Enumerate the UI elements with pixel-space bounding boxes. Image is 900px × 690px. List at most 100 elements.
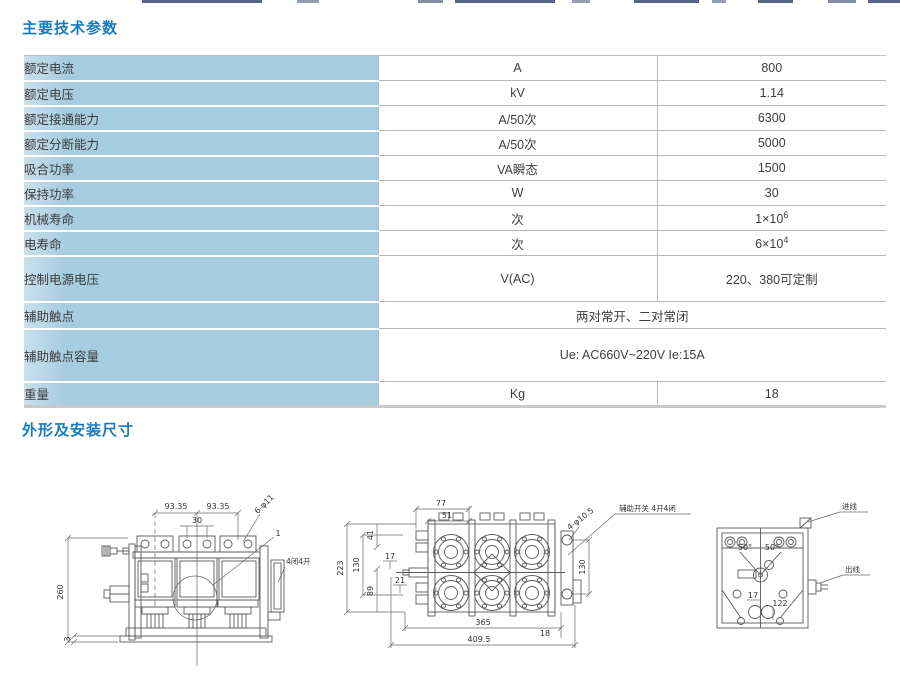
dim-365: 365 [475,618,490,627]
table-row: 机械寿命 次 1×106 [24,205,886,232]
header-strip-segment [712,0,726,3]
value-base: 6×10 [755,237,784,252]
dim-223: 223 [336,560,345,575]
dim-93-35-right: 93.35 [207,502,230,511]
param-unit: VA瞬态 [377,155,658,181]
header-strip-segment [868,0,900,3]
table-row: 吸合功率 VA瞬态 1500 [24,155,886,182]
param-label: 辅助触点 [24,301,378,330]
param-value: 6×104 [657,230,886,256]
dim-18: 18 [540,629,550,638]
side-view-geometry [716,517,828,629]
holes-6-phi11-label: 6-φ11 [253,493,276,516]
dim-3: 3 [63,636,72,641]
param-value-merged: 两对常开、二对常闭 [377,301,886,329]
param-label: 电寿命 [24,230,378,257]
param-label: 额定电压 [24,80,378,107]
param-label: 额定分断能力 [24,130,378,157]
param-label: 辅助触点容量 [24,328,378,383]
dim-30: 30 [192,516,202,525]
param-value: 1.14 [657,80,886,106]
param-label: 额定接通能力 [24,105,378,132]
param-value: 5000 [657,130,886,156]
dim-130-right: 130 [578,559,587,574]
param-unit: A [377,55,658,81]
outlet-label: 出线 [845,564,860,574]
parameters-table-wrap: 额定电流 A 800 额定电压 kV 1.14 额定接通能力 A/50次 630… [24,55,886,408]
section-title-dimensions: 外形及安装尺寸 [22,422,135,439]
aux-contacts-label: 4闭4开 [286,557,311,566]
param-label: 控制电源电压 [24,255,378,303]
front-view-drawing: 93.35 93.35 30 6-φ11 1 260 3 4闭4开 [56,493,311,666]
param-label: 重量 [24,381,378,407]
header-strip-segment [634,0,699,3]
param-value: 1500 [657,155,886,181]
value-exponent: 6 [783,209,789,220]
dim-21: 21 [395,576,405,585]
top-view-drawing: 77 51 41 223 130 17 21 89 4-φ10.5 辅助开关 4… [336,499,691,649]
dim-122: 122 [772,599,787,608]
param-unit: A/50次 [377,105,658,131]
table-row: 辅助触点容量 Ue: AC660V~220V Ie:15A [24,328,886,383]
section-title-parameters: 主要技术参数 [22,20,119,37]
table-row: 额定电流 A 800 [24,55,886,82]
param-label: 吸合功率 [24,155,378,182]
dim-89: 89 [366,586,375,596]
dim-130-left: 130 [352,557,361,572]
value-base: 1×10 [755,212,784,227]
side-view-dimension-lines [747,511,870,620]
param-unit: A/50次 [377,130,658,156]
param-unit: V(AC) [377,255,658,302]
angle-50-left: 50° [738,543,752,552]
dim-260: 260 [56,584,65,599]
table-row: 控制电源电压 V(AC) 220、380可定制 [24,255,886,303]
inlet-label: 进线 [842,501,857,511]
param-unit: Kg [377,381,658,407]
top-view-dimension-lines [343,505,691,649]
param-unit: 次 [377,205,658,231]
front-view-dimension-lines [64,509,275,666]
header-strip-segment [758,0,793,3]
param-value: 6300 [657,105,886,131]
param-value-merged: Ue: AC660V~220V Ie:15A [377,328,886,382]
front-view-geometry [101,535,285,643]
param-label: 额定电流 [24,55,378,82]
table-row: 额定分断能力 A/50次 5000 [24,130,886,157]
param-value: 1×106 [657,205,886,231]
header-strip-segment [828,0,856,3]
table-row: 辅助触点 两对常开、二对常闭 [24,301,886,330]
side-view-drawing: 进线 出线 50° 50° 17 122 [716,501,870,629]
param-label: 保持功率 [24,180,378,207]
param-unit: kV [377,80,658,106]
param-value: 800 [657,55,886,81]
callout-1-label: 1 [275,529,280,538]
angle-50-right: 50° [765,543,779,552]
header-strip-segment [142,0,262,3]
header-strip-segment [572,0,590,3]
param-value: 220、380可定制 [657,255,886,302]
header-strip-segment [455,0,555,3]
param-label: 机械寿命 [24,205,378,232]
dim-51: 51 [442,511,452,520]
dim-17: 17 [748,591,758,600]
param-value: 18 [657,381,886,407]
param-value: 30 [657,180,886,206]
table-row: 电寿命 次 6×104 [24,230,886,257]
header-strip-segment [297,0,319,3]
param-unit: W [377,180,658,206]
dim-17: 17 [385,552,395,561]
table-row: 重量 Kg 18 [24,381,886,407]
dim-77: 77 [436,499,446,508]
table-row: 保持功率 W 30 [24,180,886,207]
aux-switch-label: 辅助开关 4开4闭 [619,503,676,513]
top-view-geometry [396,512,582,617]
value-exponent: 4 [783,234,789,245]
table-row: 额定电压 kV 1.14 [24,80,886,107]
header-strip-segment [418,0,443,3]
dim-409-5: 409.5 [468,635,491,644]
parameters-table: 额定电流 A 800 额定电压 kV 1.14 额定接通能力 A/50次 630… [24,55,886,408]
dim-41: 41 [366,530,375,540]
table-row: 额定接通能力 A/50次 6300 [24,105,886,132]
param-unit: 次 [377,230,658,256]
holes-4-phi10-5-label: 4-φ10.5 [565,506,595,532]
